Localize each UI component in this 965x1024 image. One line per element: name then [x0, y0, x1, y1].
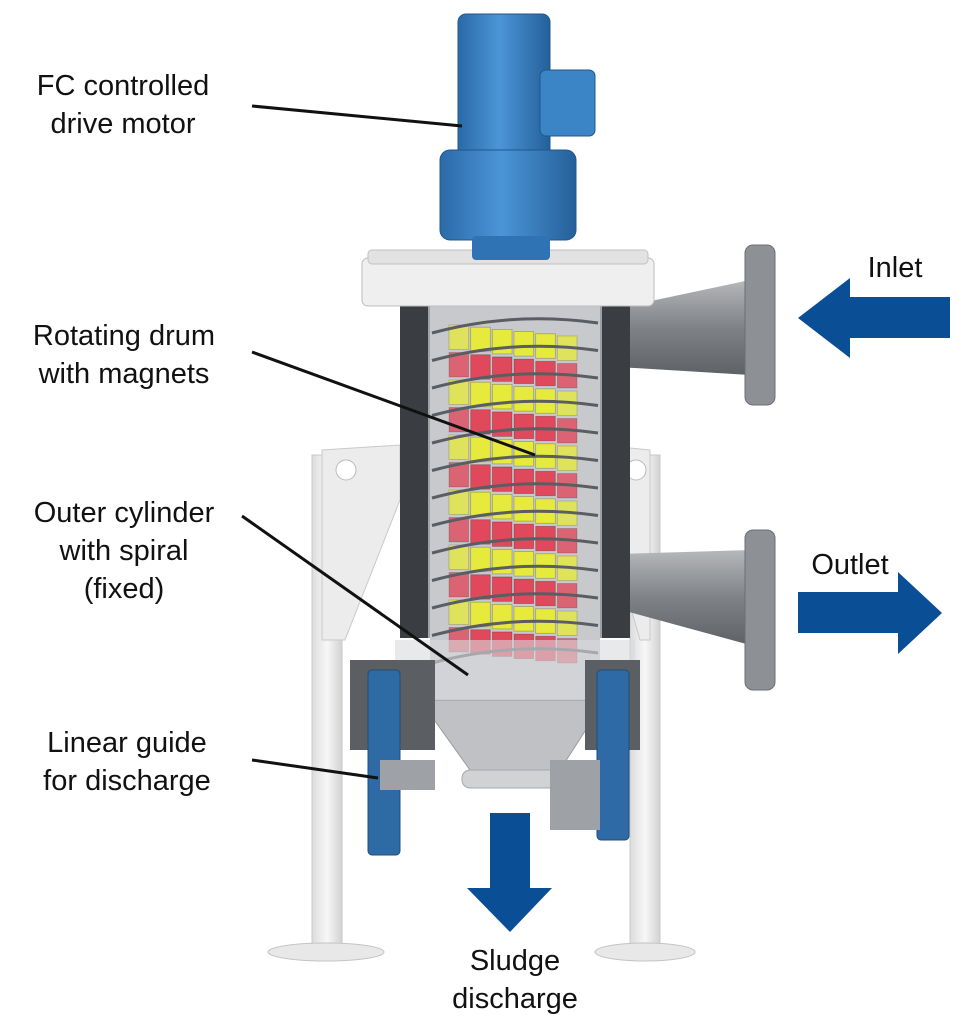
label-outlet: Outlet [811, 549, 889, 581]
magnet-block [513, 496, 535, 522]
spiral-turn [431, 344, 599, 362]
magnet-block [513, 468, 535, 495]
leader-motor [251, 104, 463, 128]
leader-cylinder [241, 514, 469, 677]
magnet-block [491, 493, 513, 520]
spiral-turn [431, 482, 599, 500]
label-outer-cylinder: Outer cylinder with spiral (fixed) [33, 497, 215, 605]
label-linear-guide: Linear guide for discharge [43, 727, 211, 797]
spiral-turn [431, 564, 599, 582]
magnet-block [448, 379, 470, 405]
magnet-block [513, 413, 535, 440]
spiral-turn [431, 427, 599, 445]
magnet-block [491, 466, 513, 492]
magnet-block [491, 549, 513, 575]
spiral-turn [431, 317, 599, 335]
magnet-block [448, 544, 470, 570]
leader-guide [251, 758, 379, 780]
magnet-block [491, 356, 513, 382]
spiral [431, 317, 599, 665]
magnet-block [491, 383, 513, 410]
magnet-block [448, 352, 470, 378]
outlet-arrow [798, 572, 942, 654]
magnet-block [491, 521, 513, 547]
sludge-arrow [467, 813, 552, 932]
rotating-drum [448, 324, 578, 664]
spiral-turn [431, 454, 599, 472]
drive-motor [439, 13, 596, 260]
label-inlet: Inlet [867, 252, 923, 284]
leader-drum [251, 350, 536, 457]
label-rotating-drum: Rotating drum with magnets [32, 320, 216, 390]
magnet-block [513, 358, 535, 385]
label-sludge-discharge: Sludge discharge [452, 945, 578, 1015]
linear-guide-right [550, 660, 640, 841]
magnet-block [448, 517, 470, 543]
magnet-block [448, 462, 470, 488]
magnet-block [513, 386, 535, 412]
magnet-block [491, 604, 513, 630]
magnet-block [448, 572, 470, 598]
magnet-block [491, 576, 513, 602]
magnet-block [448, 324, 470, 350]
magnet-block [513, 331, 535, 357]
magnet-block [513, 606, 535, 632]
linear-guide-left [350, 660, 435, 856]
spiral-turn [431, 592, 599, 610]
spiral-turn [431, 372, 599, 390]
magnet-block [513, 578, 535, 604]
spiral-turn [431, 537, 599, 555]
magnet-block [513, 523, 535, 549]
magnet-block [448, 599, 470, 625]
magnet-block [513, 551, 535, 577]
magnet-block [491, 411, 513, 437]
magnet-block [448, 489, 470, 515]
inlet-arrow [798, 278, 950, 358]
magnet-block [448, 434, 470, 460]
spiral-turn [431, 509, 599, 527]
spiral-turn [431, 619, 599, 637]
magnet-block [491, 328, 513, 355]
spiral-turn [431, 399, 599, 417]
label-drive-motor: FC controlled drive motor [36, 70, 210, 140]
